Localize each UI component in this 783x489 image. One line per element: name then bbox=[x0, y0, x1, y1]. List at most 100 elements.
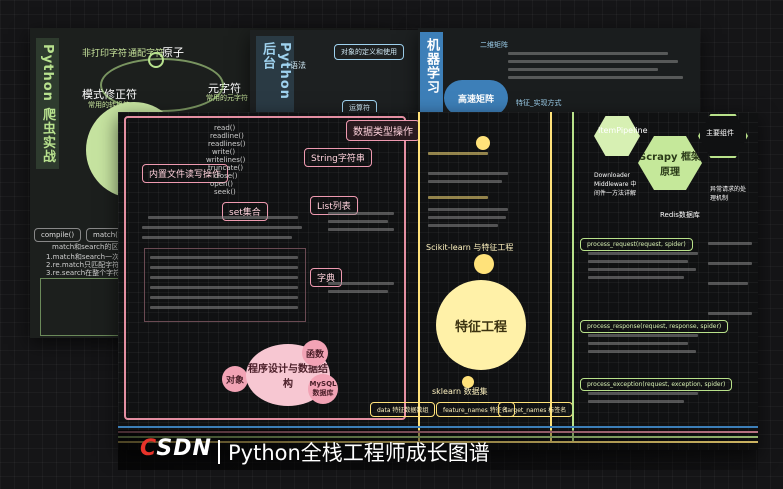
poster-backend: Python 后台 语法 对象的定义和使用 运算符 bbox=[250, 30, 420, 120]
func-readlines: readlines() bbox=[208, 140, 246, 148]
text-line bbox=[142, 236, 292, 239]
text-line bbox=[708, 242, 752, 245]
node-datatype: 数据类型操作 bbox=[346, 120, 420, 141]
text-line bbox=[428, 224, 498, 227]
node-dict: 字典 bbox=[310, 268, 343, 287]
func-read: read() bbox=[214, 124, 236, 132]
node-string: String字符串 bbox=[304, 148, 372, 167]
func-truncate: truncate() bbox=[208, 164, 244, 172]
poster-fullstack: 数据类型操作 String字符串 内置文件读写操作 set集合 List列表 字… bbox=[118, 112, 758, 450]
node-object: 对象 bbox=[222, 366, 248, 392]
node-atom: 原子 bbox=[162, 46, 184, 59]
text-line bbox=[588, 392, 698, 395]
item-3: 3.re.search在整个字符串... bbox=[46, 269, 134, 277]
text-line bbox=[588, 400, 684, 403]
func-writelines: writelines() bbox=[206, 156, 246, 164]
attr-data: data 特征数据数组 bbox=[370, 402, 436, 417]
text-line bbox=[150, 306, 298, 309]
hex-decor bbox=[594, 116, 640, 156]
node-wildcard: 通配字符 bbox=[128, 49, 165, 59]
text-line bbox=[508, 68, 658, 71]
text-line bbox=[588, 350, 696, 353]
item-1: 1.match和search一次获取匹配 bbox=[46, 253, 148, 261]
node-matrix: 二维矩阵 bbox=[480, 41, 508, 49]
item-2: 2.re.match只匹配字符串开始 bbox=[46, 261, 141, 269]
func-close: close() bbox=[214, 172, 238, 180]
method-process-exception: process_exception(request, exception, sp… bbox=[580, 378, 733, 391]
func-open: open() bbox=[210, 180, 233, 188]
node-file-ops: 内置文件读写操作 bbox=[142, 164, 229, 183]
node-datasets: sklearn 数据集 bbox=[432, 387, 488, 396]
text-line bbox=[428, 208, 508, 211]
node-syntax: 语法 bbox=[290, 61, 306, 70]
text-line bbox=[328, 220, 388, 223]
node-object: 对象的定义和使用 bbox=[334, 44, 404, 60]
text-line bbox=[588, 252, 698, 255]
node-sklearn: Scikit-learn 与特征工程 bbox=[426, 243, 514, 252]
poster-crawler-title: Python 爬虫实战 bbox=[36, 38, 59, 170]
code-box bbox=[40, 278, 122, 336]
text-line bbox=[148, 216, 298, 219]
text-line bbox=[328, 282, 394, 285]
middle-frame bbox=[418, 112, 552, 442]
node-dot bbox=[474, 254, 494, 274]
text-line bbox=[150, 266, 298, 269]
func-write: write() bbox=[212, 148, 236, 156]
node-main-component: 主要组件 bbox=[706, 129, 734, 137]
bottom-line-blue bbox=[118, 426, 758, 428]
right-frame bbox=[572, 112, 756, 442]
func-readline: readline() bbox=[210, 132, 244, 140]
attr-feature-names: feature_names 特征名 bbox=[436, 402, 515, 417]
text-line bbox=[328, 228, 394, 231]
text-line bbox=[708, 312, 752, 315]
text-line bbox=[428, 180, 502, 183]
node-scheduler: 异常请求的处理机制 bbox=[710, 186, 747, 202]
set-table bbox=[144, 248, 306, 322]
text-line bbox=[588, 260, 688, 263]
text-line bbox=[508, 60, 678, 63]
method-process-request: process_request(request, spider) bbox=[580, 238, 693, 251]
text-line bbox=[150, 286, 298, 289]
text-line bbox=[588, 342, 688, 345]
node-set: set集合 bbox=[222, 202, 268, 221]
text-line bbox=[428, 216, 506, 219]
text-line bbox=[150, 256, 298, 259]
text-line bbox=[328, 212, 394, 215]
attr-target-names: target_names 标签名 bbox=[498, 402, 574, 417]
text-line bbox=[150, 276, 298, 279]
text-line bbox=[428, 196, 488, 199]
node-common-meta: 常用的元字符 bbox=[206, 94, 248, 102]
footer-band bbox=[118, 430, 758, 470]
text-line bbox=[588, 276, 684, 279]
text-line bbox=[708, 282, 748, 285]
text-line bbox=[588, 268, 696, 271]
csdn-logo: CSDN bbox=[140, 436, 212, 461]
poster-backend-title: Python 后台 bbox=[256, 36, 294, 120]
node-feature-impl: 特征_实现方式 bbox=[516, 99, 562, 107]
text-line bbox=[508, 76, 683, 79]
func-compile: compile() bbox=[34, 228, 82, 242]
text-line bbox=[142, 226, 302, 229]
node-scrapy: Scrapy 框架原理 bbox=[638, 136, 702, 190]
text-line bbox=[328, 290, 388, 293]
node-convert: 常用的转换符 bbox=[88, 101, 130, 109]
node-redis: Redis数据库 bbox=[660, 211, 700, 219]
node-feature-eng: 特征工程 bbox=[436, 280, 526, 370]
text-line bbox=[150, 296, 298, 299]
method-process-response: process_response(request, response, spid… bbox=[580, 320, 729, 333]
text-line bbox=[708, 262, 752, 265]
item-match-search: match和search的区别 bbox=[52, 243, 126, 251]
node-item-pipeline: ItemPipeline bbox=[598, 126, 648, 135]
left-frame bbox=[124, 116, 406, 420]
node-mysql: MySQL 数据库 bbox=[308, 374, 338, 404]
node-dot bbox=[462, 376, 474, 388]
poster-ml-title: 机器学习 bbox=[420, 32, 443, 124]
text-line bbox=[508, 52, 668, 55]
node-downloader: Downloader Middleware 中间件一方法详解 bbox=[594, 172, 637, 197]
node-function: 函数 bbox=[302, 340, 328, 366]
func-seek: seek() bbox=[214, 188, 236, 196]
page-title: Python全栈工程师成长图谱 bbox=[228, 441, 490, 465]
text-line bbox=[588, 334, 698, 337]
node-nonprint: 非打印字符 bbox=[82, 49, 128, 59]
poster-ml: 机器学习 二维矩阵 高速矩阵 特征_实现方式 bbox=[418, 28, 700, 128]
